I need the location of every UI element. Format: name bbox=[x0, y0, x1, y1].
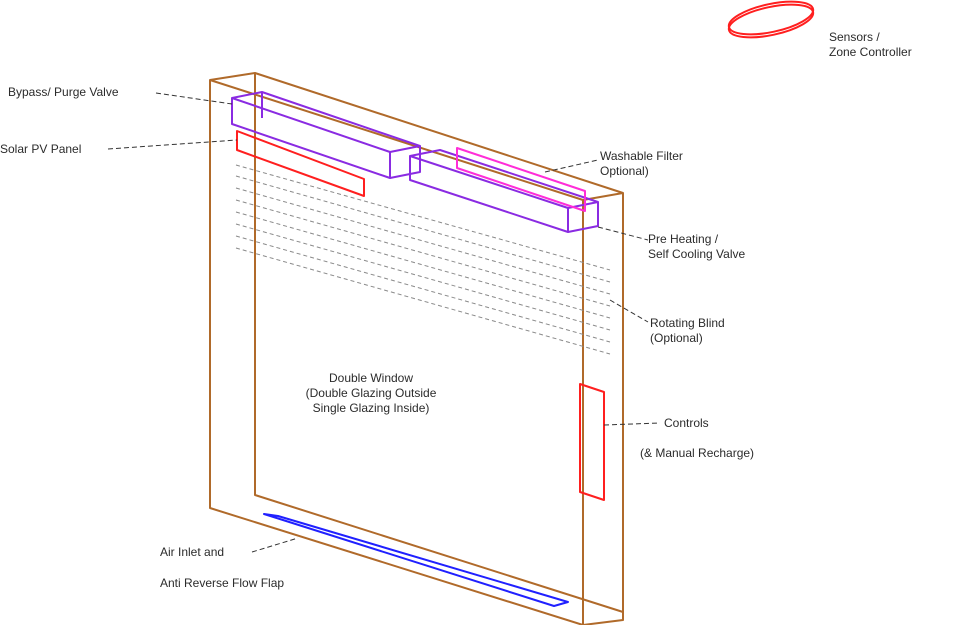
blind-label-line1: Rotating Blind bbox=[650, 316, 725, 330]
sensors-label-line2: Zone Controller bbox=[829, 45, 912, 59]
preheat-label: Pre Heating / Self Cooling Valve bbox=[648, 232, 745, 262]
controls-panel bbox=[579, 383, 605, 501]
sensors-label-line1: Sensors / bbox=[829, 30, 880, 44]
rotating-blind bbox=[235, 164, 611, 355]
filter-label-line1: Washable Filter bbox=[600, 149, 683, 163]
preheat-label-line1: Pre Heating / bbox=[648, 232, 719, 246]
window-label-line2: (Double Glazing Outside bbox=[305, 386, 437, 400]
inlet-label-line1: Air Inlet and bbox=[160, 545, 225, 559]
leader-lines bbox=[107, 92, 661, 553]
window-label-line1: Double Window bbox=[328, 371, 414, 385]
window-label: Double Window (Double Glazing Outside Si… bbox=[306, 371, 437, 416]
filter-label: Washable Filter Optional) bbox=[600, 149, 683, 179]
controls-label-line1: Controls bbox=[664, 416, 709, 430]
preheat-label-line2: Self Cooling Valve bbox=[648, 247, 746, 261]
bypass-label: Bypass/ Purge Valve bbox=[8, 85, 119, 99]
sensor-icon bbox=[727, 0, 815, 39]
solar-pv-panel bbox=[236, 130, 365, 197]
blind-label: Rotating Blind (Optional) bbox=[650, 316, 725, 346]
air-inlet-slot bbox=[263, 513, 569, 607]
window-frame bbox=[209, 72, 624, 625]
washable-filter bbox=[456, 147, 586, 212]
preheating-valve bbox=[409, 149, 599, 233]
window-label-line3: Single Glazing Inside) bbox=[312, 401, 430, 415]
inlet-label-line2: Anti Reverse Flow Flap bbox=[160, 576, 285, 590]
filter-label-line2: Optional) bbox=[600, 164, 649, 178]
controls-label-line2: (& Manual Recharge) bbox=[640, 446, 755, 460]
sensors-label: Sensors / Zone Controller bbox=[829, 30, 912, 60]
blind-label-line2: (Optional) bbox=[650, 331, 703, 345]
solar-pv-label: Solar PV Panel bbox=[0, 142, 82, 156]
